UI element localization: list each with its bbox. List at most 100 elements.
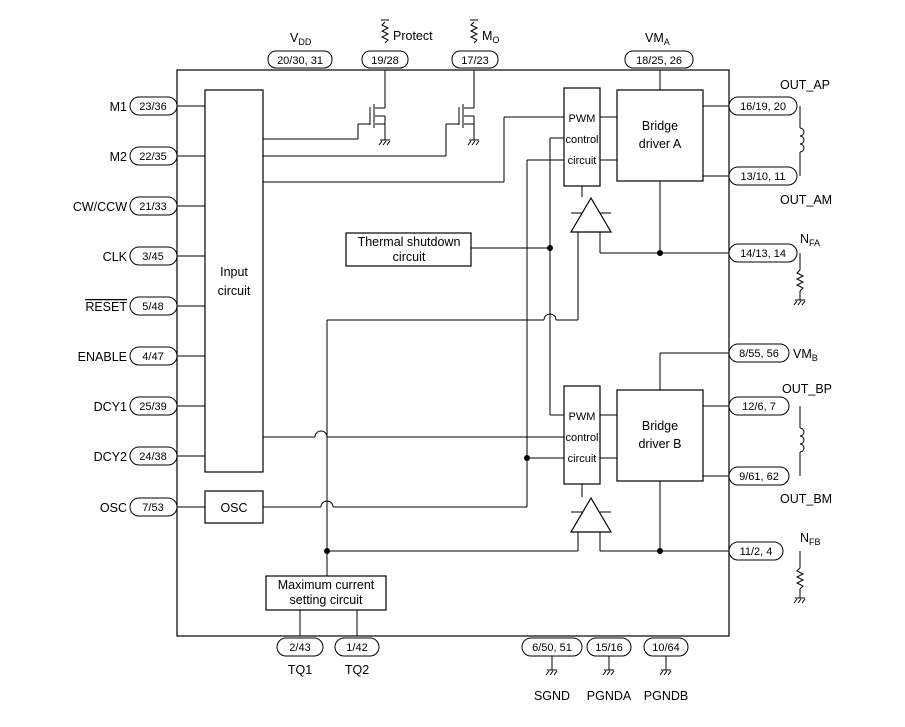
pin-nfb-number: 11/2, 4 — [740, 546, 773, 558]
pin-dcy1-name: DCY1 — [94, 400, 127, 414]
pin-reset-number: 5/48 — [142, 301, 163, 313]
pin-nfa-number: 14/13, 14 — [740, 248, 786, 260]
pin-tq2-number: 1/42 — [346, 642, 367, 654]
pin-tq2-name: TQ2 — [345, 663, 369, 677]
pin-cw-ccw-name: CW/CCW — [73, 200, 127, 214]
pin-out-bp-name: OUT_BP — [782, 382, 832, 396]
pin-reset-name: RESET — [85, 300, 127, 314]
pin-dcy2-name: DCY2 — [94, 450, 127, 464]
pin-mo-number: 17/23 — [461, 55, 489, 67]
pin-sgnd-number: 6/50, 51 — [532, 642, 572, 654]
pin-out-bm — [728, 466, 790, 486]
pin-pgnda — [586, 637, 632, 657]
pin-out-am-name: OUT_AM — [780, 193, 832, 207]
pin-out-bm-number: 9/61, 62 — [739, 471, 779, 483]
pin-enable-number: 4/47 — [142, 351, 163, 363]
pwm-a-label: PWM — [569, 113, 596, 125]
input-circuit-label-2: circuit — [218, 284, 251, 298]
pin-dcy1-number: 25/39 — [139, 401, 167, 413]
pin-out-bp-number: 12/6, 7 — [742, 401, 776, 413]
comparator-b — [569, 496, 613, 533]
max-current-block — [265, 575, 387, 611]
pin-mo-name: MO — [482, 29, 499, 45]
junction-dot — [657, 250, 663, 256]
pin-reset — [129, 296, 178, 316]
pin-m1-number: 23/36 — [139, 101, 167, 113]
junction-dot — [547, 245, 553, 251]
pin-pgnda-name: PGNDA — [587, 689, 632, 703]
pin-cw-ccw — [129, 196, 178, 216]
pin-m1 — [129, 96, 178, 116]
pin-out-bp — [728, 396, 790, 416]
pin-vmb-number: 8/55, 56 — [739, 348, 779, 360]
comparator-a — [569, 196, 613, 233]
pin-out-am — [728, 166, 798, 186]
pwm-b-label-2: control — [565, 432, 598, 444]
max-current-label-2: setting circuit — [290, 593, 363, 607]
input-circuit-block — [204, 89, 264, 473]
pin-protect-name: Protect — [393, 29, 433, 43]
pin-pgndb-name: PGNDB — [644, 689, 688, 703]
pin-mo — [451, 50, 499, 69]
pin-cw-ccw-number: 21/33 — [139, 201, 167, 213]
pin-m2-name: M2 — [110, 150, 127, 164]
osc-block — [204, 490, 264, 524]
pin-enable-name: ENABLE — [78, 350, 127, 364]
pwm-b-label-3: circuit — [568, 453, 597, 465]
left-pins: 23/36 M1 22/35 M2 21/33 CW/CCW 3/45 CLK … — [73, 96, 178, 517]
pin-nfb — [728, 541, 784, 561]
pin-out-ap — [728, 96, 798, 116]
pin-pgndb — [643, 637, 689, 657]
bridge-driver-b-block — [616, 389, 704, 482]
wires — [177, 19, 806, 676]
pin-m2 — [129, 146, 178, 166]
pwm-a-block — [563, 87, 601, 187]
pin-tq1-number: 2/43 — [289, 642, 310, 654]
pwm-b-block — [563, 385, 601, 485]
pin-out-am-number: 13/10, 11 — [740, 171, 785, 183]
bridge-driver-a-label: Bridge — [642, 119, 678, 133]
pin-out-bm-name: OUT_BM — [780, 492, 832, 506]
thermal-shutdown-label-2: circuit — [393, 250, 426, 264]
bridge-driver-a-label-2: driver A — [639, 137, 682, 151]
pin-m2-number: 22/35 — [139, 151, 167, 163]
pin-dcy2 — [129, 446, 178, 466]
pin-vmb-name: VMB — [793, 347, 818, 363]
pin-dcy2-number: 24/38 — [139, 451, 167, 463]
pin-enable — [129, 346, 178, 366]
junction-dot — [324, 548, 330, 554]
pin-protect-number: 19/28 — [371, 55, 399, 67]
input-circuit-label: Input — [220, 265, 248, 279]
pin-sgnd-name: SGND — [534, 689, 570, 703]
pin-sgnd — [521, 637, 583, 657]
pin-vdd — [267, 50, 333, 69]
junction-dot — [657, 548, 663, 554]
pin-osc-number: 7/53 — [142, 502, 163, 514]
pin-nfb-name: NFB — [800, 531, 821, 547]
pin-tq2 — [334, 637, 380, 657]
pin-vdd-number: 20/30, 31 — [277, 55, 323, 67]
pin-nfa-name: NFA — [800, 232, 820, 248]
pin-m1-name: M1 — [110, 100, 127, 114]
thermal-shutdown-label: Thermal shutdown — [358, 235, 461, 249]
bridge-driver-a-block — [616, 89, 704, 182]
pin-out-ap-name: OUT_AP — [780, 78, 830, 92]
pin-out-ap-number: 16/19, 20 — [740, 101, 786, 113]
pin-nfa — [728, 243, 798, 263]
pin-clk-name: CLK — [103, 250, 128, 264]
pin-osc — [129, 497, 178, 517]
pin-dcy1 — [129, 396, 178, 416]
pin-tq1-name: TQ1 — [288, 663, 312, 677]
pin-vmb — [728, 343, 790, 363]
pin-clk — [129, 246, 178, 266]
pwm-a-label-3: circuit — [568, 155, 597, 167]
osc-label: OSC — [220, 501, 247, 515]
pin-vma — [624, 50, 694, 69]
max-current-label: Maximum current — [278, 578, 375, 592]
pin-osc-name: OSC — [100, 501, 127, 515]
bridge-driver-b-label: Bridge — [642, 419, 678, 433]
pin-vdd-name: VDD — [290, 31, 312, 47]
pin-protect — [361, 50, 409, 69]
pin-vma-name: VMA — [645, 31, 670, 47]
